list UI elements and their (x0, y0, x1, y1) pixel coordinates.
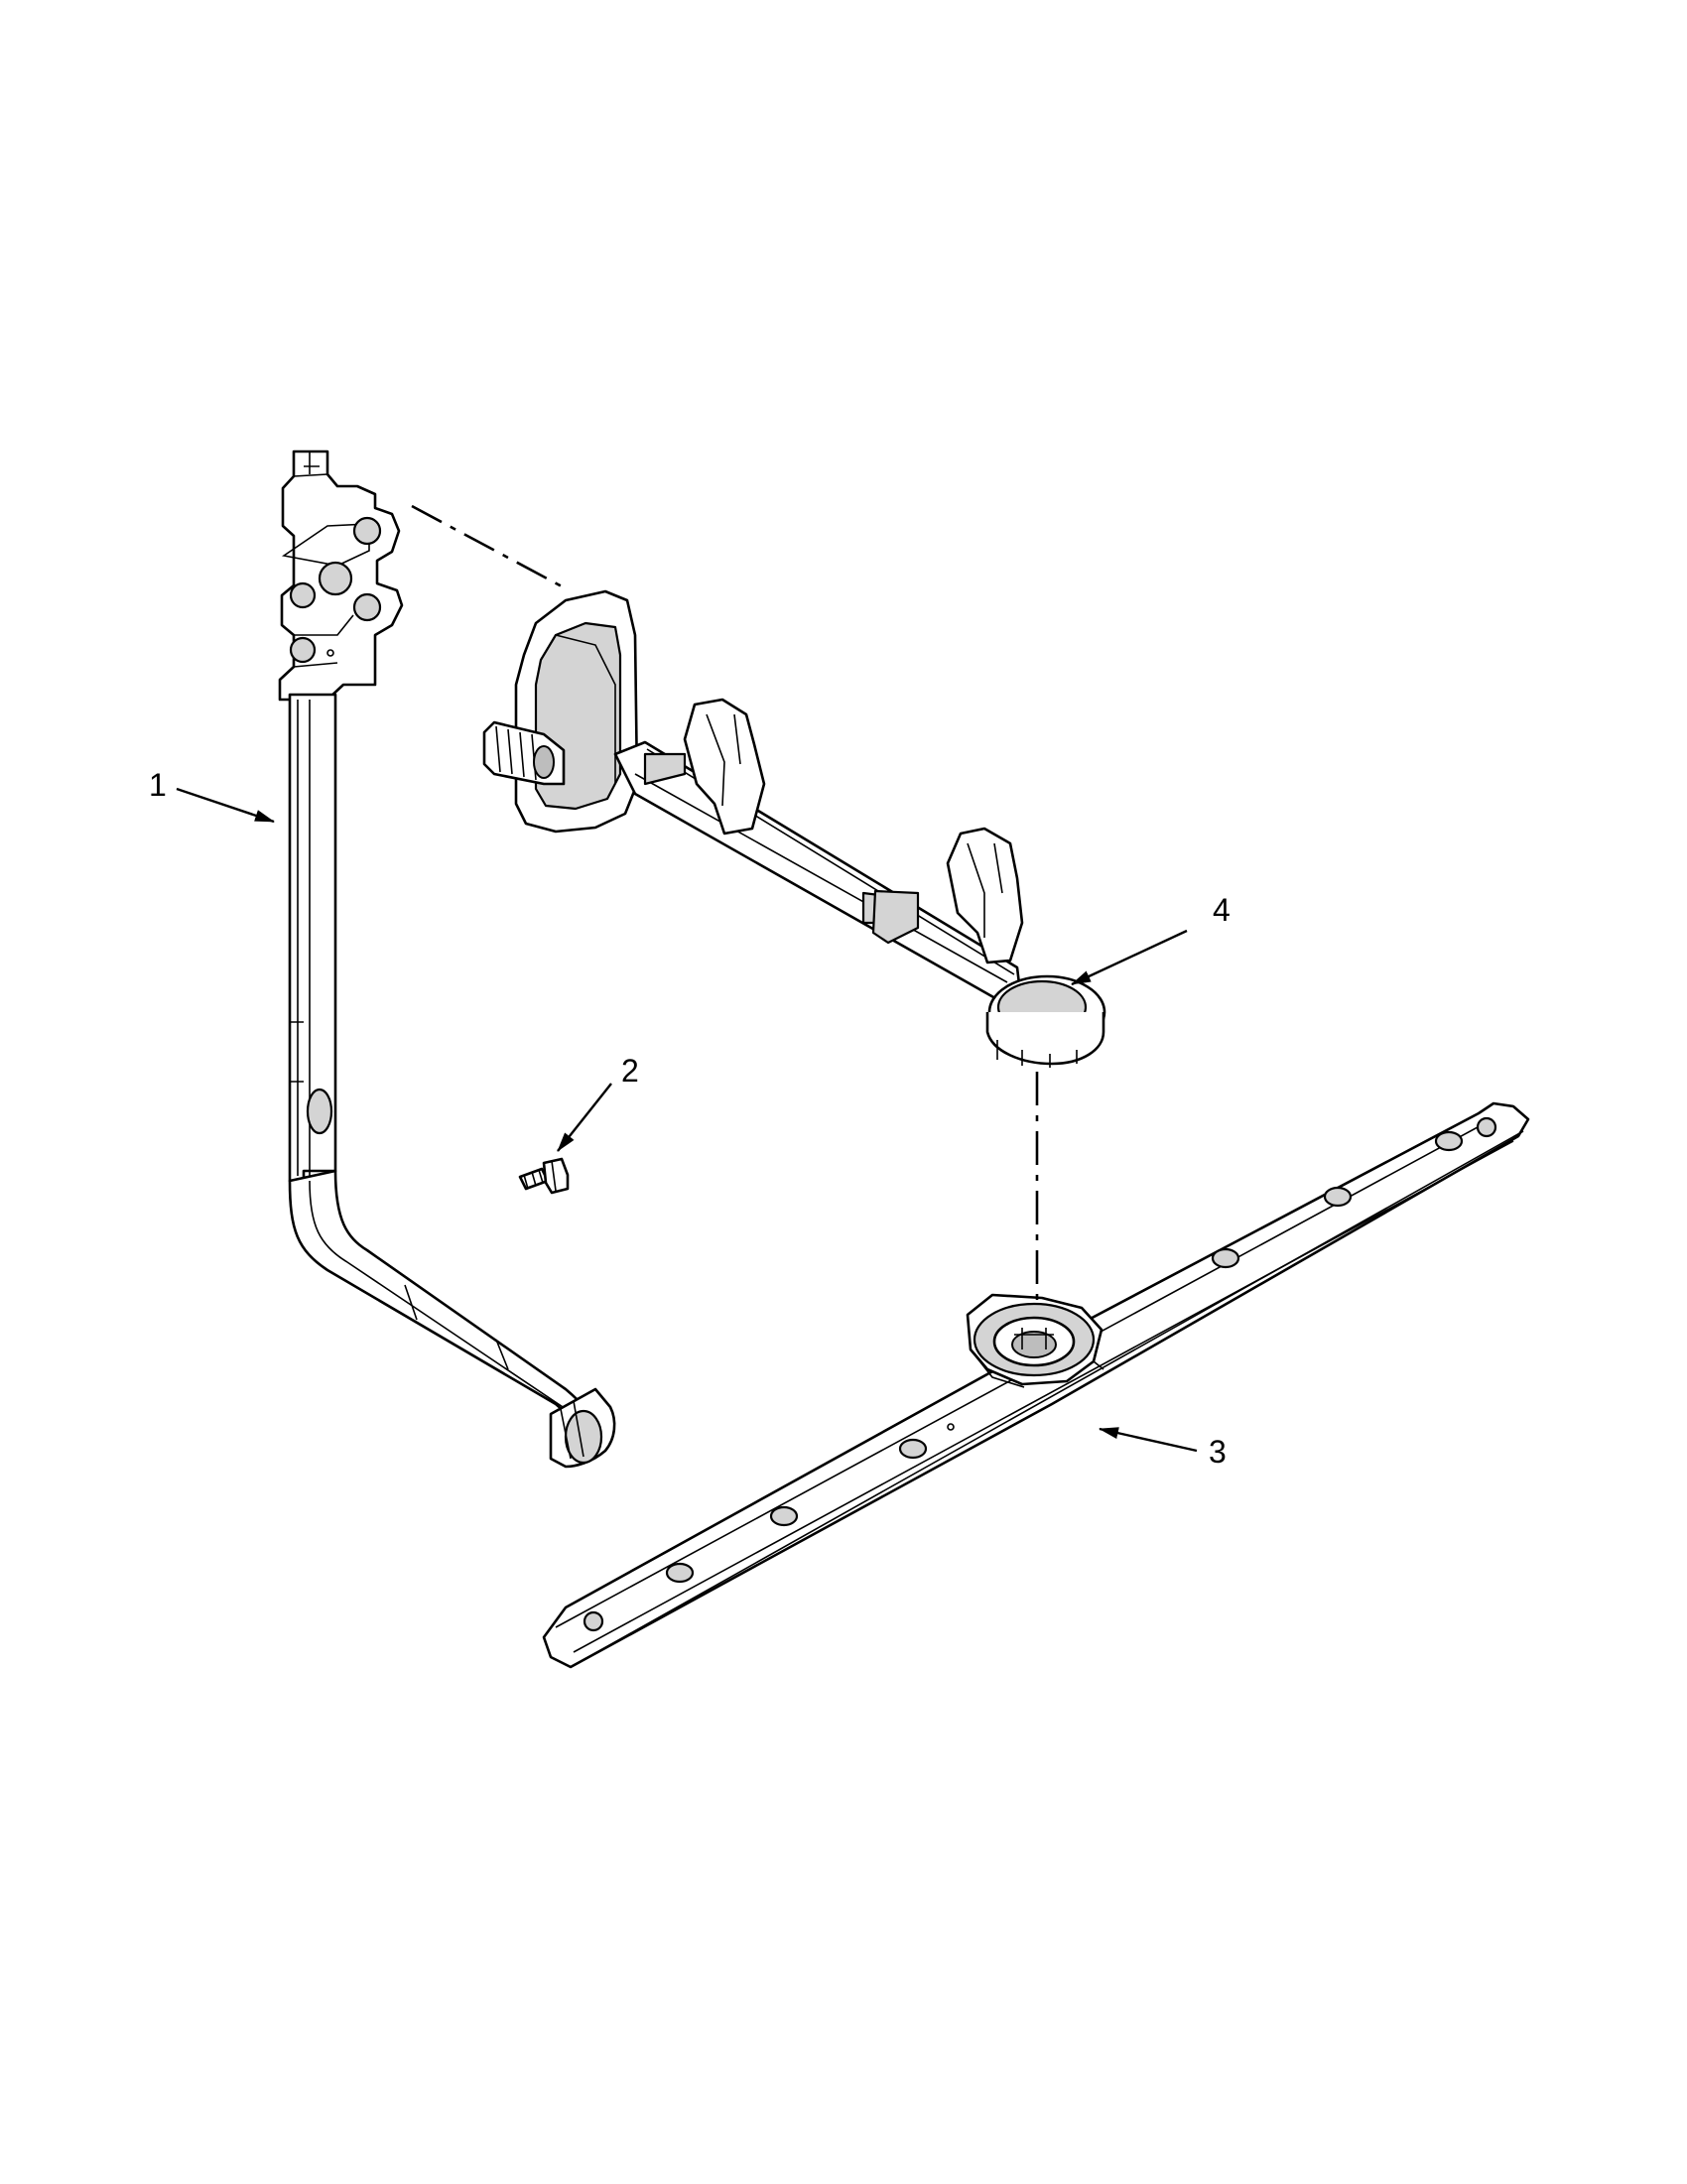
alignment-line-tube-to-manifold (411, 504, 565, 589)
leader-line-3 (1099, 1427, 1198, 1453)
leader-line-2 (557, 1083, 612, 1152)
manifold-part (482, 589, 1106, 1068)
leader-line-4 (1071, 929, 1188, 986)
spray-arm-part (542, 1101, 1530, 1669)
callout-4: 4 (1213, 892, 1231, 928)
screw-part (518, 1157, 570, 1195)
callout-2: 2 (621, 1053, 639, 1089)
callout-1: 1 (149, 767, 167, 803)
supply-tube-part (278, 450, 616, 1469)
callout-3: 3 (1209, 1434, 1227, 1470)
leader-line-1 (176, 787, 275, 824)
